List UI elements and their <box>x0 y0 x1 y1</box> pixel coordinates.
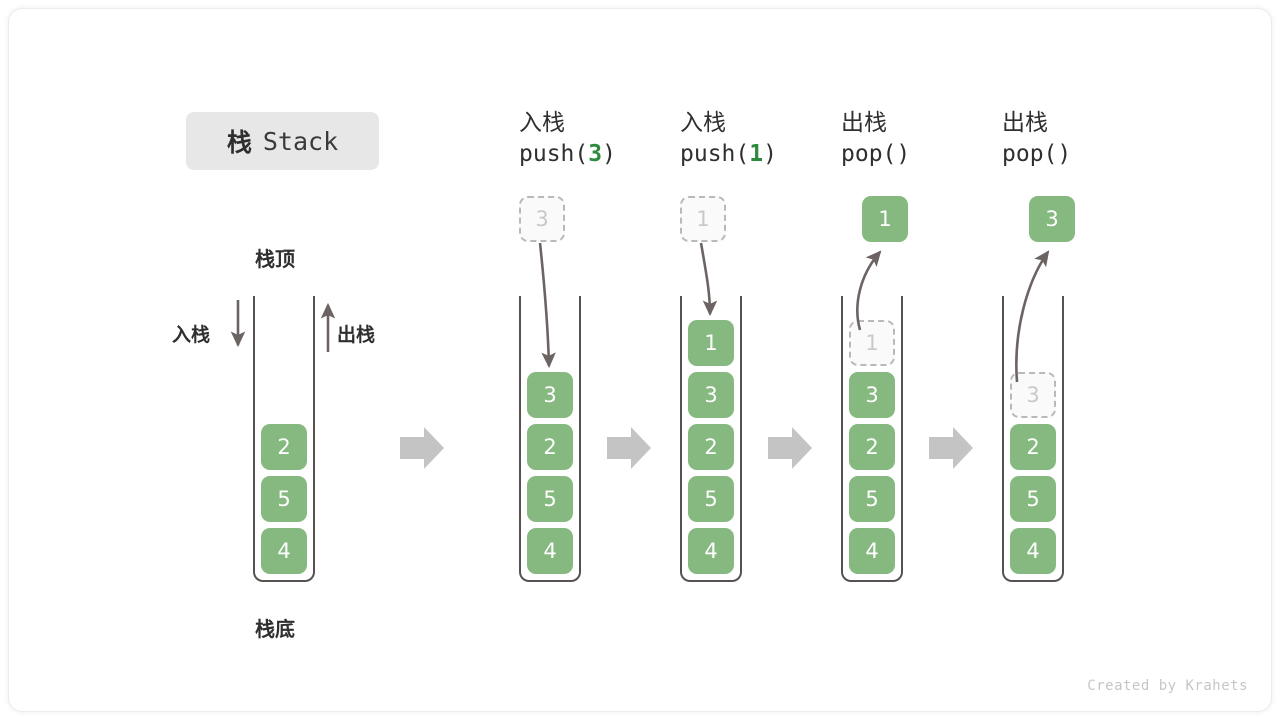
floating-element-push-1: 1 <box>680 196 726 242</box>
stage-caption-code: push(3) <box>519 141 616 168</box>
credit-text: Created by Krahets <box>1087 678 1248 694</box>
floating-element-pop-1: 1 <box>862 196 908 242</box>
stack-container-push-3 <box>519 296 581 582</box>
stage-caption-code: push(1) <box>680 141 777 168</box>
stack-cell: 4 <box>849 528 895 574</box>
title-en: Stack <box>262 126 339 156</box>
stack-cell: 3 <box>849 372 895 418</box>
title-cn: 栈 <box>226 128 253 157</box>
stage-caption-code: pop() <box>841 141 911 168</box>
stage-caption-cn: 入栈 <box>519 110 565 136</box>
stack-cell: 3 <box>1010 372 1056 418</box>
stack-container-pop-3 <box>1002 296 1064 582</box>
stack-cell: 2 <box>688 424 734 470</box>
stack-cell: 1 <box>849 320 895 366</box>
stage-caption-cn: 出栈 <box>841 110 887 136</box>
stack-cell: 4 <box>1010 528 1056 574</box>
stack-cell: 2 <box>261 424 307 470</box>
stack-cell: 5 <box>527 476 573 522</box>
stack-cell: 4 <box>261 528 307 574</box>
stage-caption-code: pop() <box>1002 141 1072 168</box>
floating-element-push-3: 3 <box>519 196 565 242</box>
stack-cell: 5 <box>688 476 734 522</box>
stage-caption-pop-1: 出栈 pop() <box>841 108 1011 171</box>
stage-caption-push-1: 入栈 push(1) <box>680 108 850 171</box>
stack-cell: 5 <box>261 476 307 522</box>
stack-cell: 3 <box>527 372 573 418</box>
stage-caption-pop-3: 出栈 pop() <box>1002 108 1172 171</box>
stack-cell: 1 <box>688 320 734 366</box>
floating-element-pop-3: 3 <box>1029 196 1075 242</box>
stack-top-label: 栈顶 <box>255 247 295 271</box>
stack-container-pop-1 <box>841 296 903 582</box>
stage-caption-arg: 1 <box>749 141 764 168</box>
stack-bottom-label: 栈底 <box>255 617 295 641</box>
stack-cell: 2 <box>1010 424 1056 470</box>
push-side-label: 入栈 <box>172 324 211 346</box>
stack-cell: 2 <box>527 424 573 470</box>
stack-cell: 5 <box>1010 476 1056 522</box>
pop-side-label: 出栈 <box>337 324 376 346</box>
stack-cell: 3 <box>688 372 734 418</box>
stack-cell: 5 <box>849 476 895 522</box>
stack-cell: 4 <box>688 528 734 574</box>
stack-cell: 2 <box>849 424 895 470</box>
stage-caption-cn: 入栈 <box>680 110 726 136</box>
title-badge: 栈 Stack <box>186 112 379 170</box>
stack-container-initial <box>253 296 315 582</box>
stack-container-push-1 <box>680 296 742 582</box>
stage-caption-arg: 3 <box>588 141 603 168</box>
stack-cell: 4 <box>527 528 573 574</box>
stage-caption-push-3: 入栈 push(3) <box>519 108 689 171</box>
stage-caption-cn: 出栈 <box>1002 110 1048 136</box>
